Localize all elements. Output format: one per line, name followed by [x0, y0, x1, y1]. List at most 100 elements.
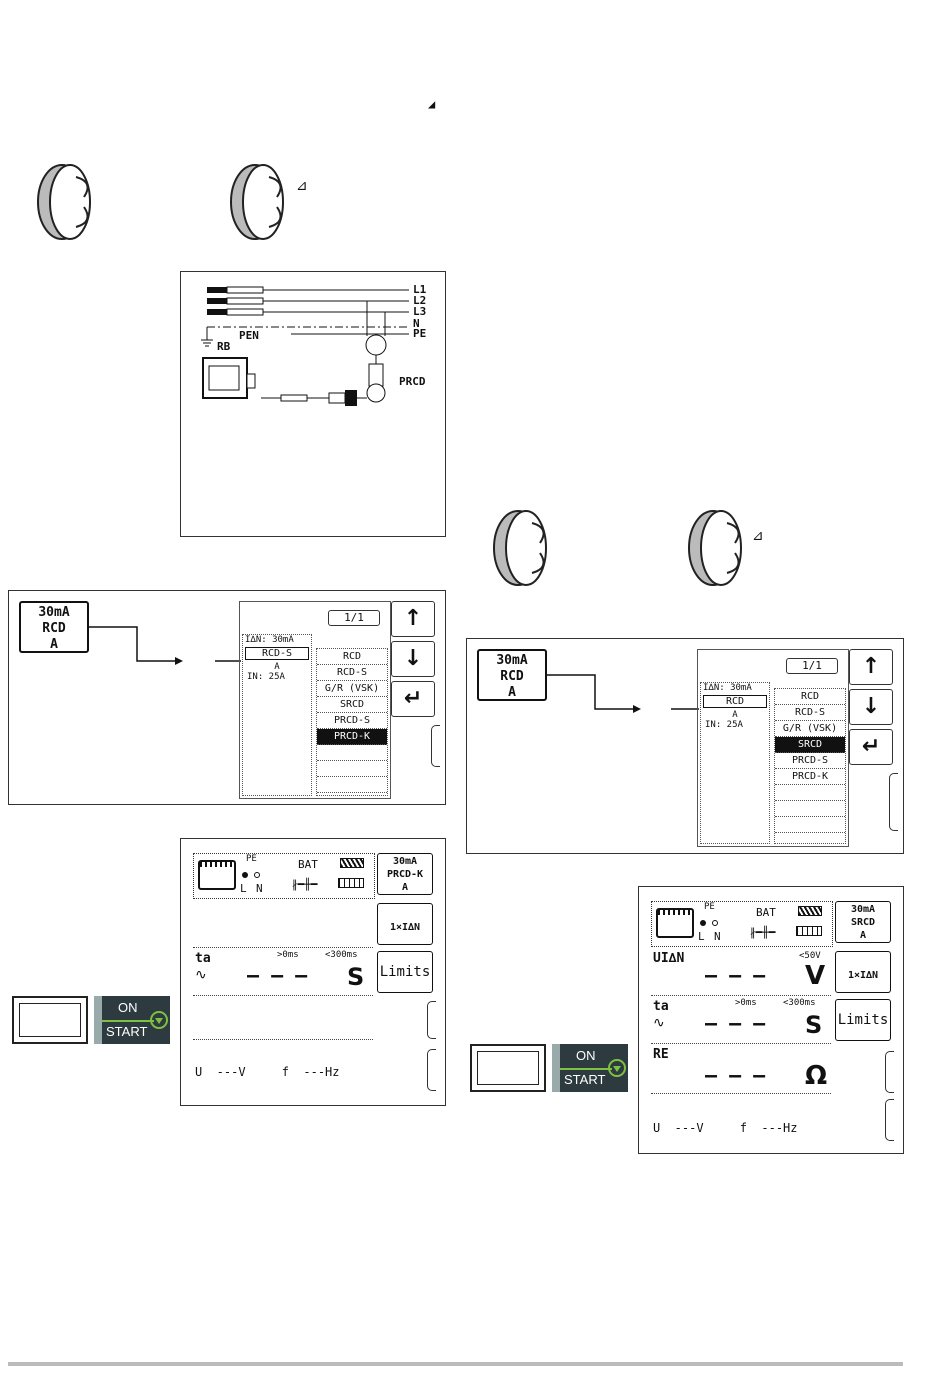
rotary-switch-icon[interactable] [32, 162, 122, 242]
param-class: A [859, 930, 867, 941]
menu-item[interactable] [317, 745, 387, 761]
pe-contact-icon [242, 868, 262, 880]
class-label: A [732, 710, 738, 720]
menu-item[interactable] [775, 817, 845, 833]
ui-label: UI∆N [653, 951, 685, 966]
memory-icon [796, 926, 822, 936]
status-bar: PE L N BAT ∦━╫━ [651, 901, 833, 947]
lcd-screen: 1/1 I∆N: 30mA RCD-S A IN: 25A RCD RCD-S … [239, 601, 391, 799]
n-label: N [714, 930, 721, 943]
selected-type: RCD [703, 695, 767, 708]
n-label: N [256, 882, 263, 895]
menu-item[interactable]: RCD [775, 689, 845, 705]
menu-item[interactable]: PRCD-K [775, 769, 845, 785]
menu-item-selected[interactable]: PRCD-K [317, 729, 387, 745]
scroll-bracket [427, 1001, 436, 1039]
circuit-diagram-panel: L1 L2 L3 N PE PEN RB PRCD [180, 271, 446, 537]
line-label-pe: PE [413, 327, 427, 340]
in-label: IN: 25A [247, 672, 285, 682]
param-class: A [508, 685, 516, 700]
menu-item-selected[interactable]: SRCD [775, 737, 845, 753]
rotary-switch-icon[interactable] [225, 162, 315, 242]
circuit-diagram [201, 286, 409, 406]
param-class: A [50, 637, 58, 652]
ta-value: – – – [705, 1011, 766, 1035]
sine-icon: ∿ [653, 1015, 665, 1031]
on-start-button[interactable]: ON START [94, 996, 170, 1044]
menu-item[interactable]: G/R (VSK) [775, 721, 845, 737]
enter-button[interactable]: ↵ [849, 729, 893, 765]
sine-icon: ∿ [195, 967, 207, 983]
pen-label: PEN [239, 329, 259, 342]
limits-button[interactable]: Limits [377, 951, 433, 993]
bluetooth-icon: ∦━╫━ [750, 926, 776, 939]
menu-item[interactable]: RCD-S [317, 665, 387, 681]
battery-icon [340, 858, 364, 868]
up-arrow-button[interactable]: ↑ [391, 601, 435, 637]
scroll-bracket [427, 1049, 436, 1091]
re-label: RE [653, 1047, 669, 1062]
param-button[interactable]: 30mA RCD A [477, 649, 547, 701]
line-label-l2: L2 [413, 294, 427, 307]
measurement-screen-2: PE L N BAT ∦━╫━ 30mA SRCD A UI∆N <50V – … [638, 886, 904, 1154]
menu-item[interactable] [317, 761, 387, 777]
re-unit: Ω [805, 1061, 828, 1091]
top-marker: ◢ [428, 97, 436, 111]
param-button[interactable]: 30mA SRCD A [835, 901, 891, 943]
current-settings-panel: I∆N: 30mA RCD-S A IN: 25A [242, 634, 312, 796]
menu-item[interactable]: SRCD [317, 697, 387, 713]
ta-min: >0ms [735, 998, 757, 1008]
rotary-switch-icon[interactable] [683, 508, 773, 588]
function-key[interactable] [470, 1044, 546, 1092]
rotary-switch-icon[interactable] [488, 508, 578, 588]
multiplier-button[interactable]: 1×I∆N [835, 951, 891, 993]
instrument-icon [198, 860, 236, 890]
menu-item[interactable]: PRCD-S [775, 753, 845, 769]
ta-label: ta [195, 951, 211, 966]
limits-button[interactable]: Limits [835, 999, 891, 1041]
rb-label: RB [217, 340, 231, 353]
in-label: IN: 25A [705, 720, 743, 730]
menu-item[interactable]: RCD [317, 649, 387, 665]
on-label: ON [576, 1048, 596, 1063]
ui-limit: <50V [799, 951, 821, 961]
function-key[interactable] [12, 996, 88, 1044]
param-button[interactable]: 30mA PRCD-K A [377, 853, 433, 895]
ta-min: >0ms [277, 950, 299, 960]
enter-button[interactable]: ↵ [391, 681, 435, 717]
on-start-button[interactable]: ON START [552, 1044, 628, 1092]
scroll-bracket [431, 725, 440, 767]
param-current: 30mA [850, 904, 876, 915]
multiplier-button[interactable]: 1×I∆N [377, 903, 433, 945]
bluetooth-icon: ∦━╫━ [292, 878, 318, 891]
lcd-screen: 1/1 I∆N: 30mA RCD A IN: 25A RCD RCD-S G/… [697, 649, 849, 847]
selection-arrow-icon [547, 674, 699, 713]
ta-label: ta [653, 999, 669, 1014]
param-type: RCD [42, 621, 66, 636]
type-list: RCD RCD-S G/R (VSK) SRCD PRCD-S PRCD-K [316, 648, 388, 796]
down-arrow-button[interactable]: ↓ [849, 689, 893, 725]
footer-rule [8, 1362, 903, 1366]
menu-item[interactable]: PRCD-S [317, 713, 387, 729]
start-arrow-icon [150, 1011, 168, 1029]
idn-label: I∆N: 30mA [245, 635, 294, 645]
menu-item[interactable] [317, 777, 387, 793]
param-current: 30mA [38, 605, 70, 620]
l-label: L [240, 882, 247, 895]
scroll-bracket [889, 773, 898, 831]
param-current: 30mA [496, 653, 528, 668]
voltage-frequency-readout: U ---V f ---Hz [195, 1065, 340, 1079]
param-type: RCD [500, 669, 524, 684]
memory-icon [338, 878, 364, 888]
down-arrow-button[interactable]: ↓ [391, 641, 435, 677]
up-arrow-button[interactable]: ↑ [849, 649, 893, 685]
menu-item[interactable] [775, 801, 845, 817]
xidn-label: 1×I∆N [389, 922, 421, 933]
ramp-symbol-icon: ⊿ [296, 178, 308, 194]
start-arrow-icon [608, 1059, 626, 1077]
menu-item[interactable]: G/R (VSK) [317, 681, 387, 697]
param-button[interactable]: 30mA RCD A [19, 601, 89, 653]
on-label: ON [118, 1000, 138, 1015]
menu-item[interactable] [775, 785, 845, 801]
menu-item[interactable]: RCD-S [775, 705, 845, 721]
